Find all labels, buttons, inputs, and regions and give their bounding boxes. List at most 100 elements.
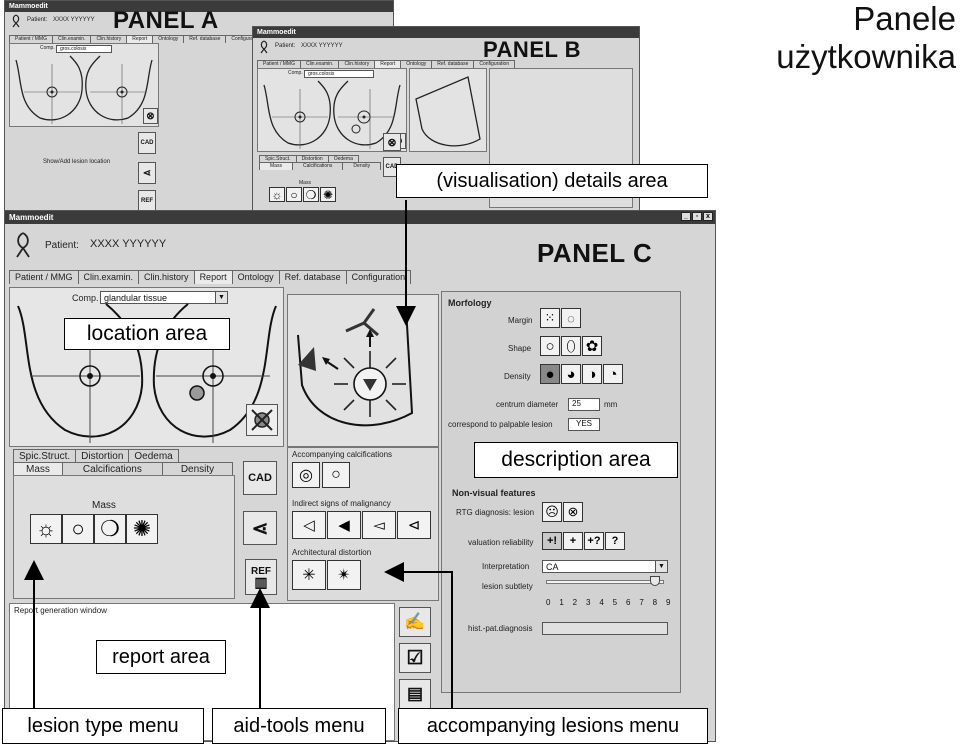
tab-configuration[interactable]: Configuration xyxy=(345,270,412,284)
oval-shape-icon[interactable]: ⬯ xyxy=(561,336,581,356)
lobulated-mass-icon[interactable]: ❍ xyxy=(303,187,319,202)
measure-tool-icon: ⋖ xyxy=(142,167,152,179)
chevron-down-icon: ▼ xyxy=(215,292,227,303)
clear-location-button[interactable] xyxy=(246,404,278,436)
subtlety-tick: 8 xyxy=(652,598,658,607)
rtg-diagnosis-options: ☹ ⊗ xyxy=(542,502,583,522)
sign-report-button[interactable]: ✍ xyxy=(399,607,431,637)
panel-b-patient-name: XXXX YYYYYY xyxy=(301,43,343,49)
low-density-icon[interactable]: ◑ xyxy=(582,364,602,384)
ribbon-logo-icon xyxy=(13,231,33,259)
panel-b-tab-configuration[interactable]: Configuration xyxy=(473,60,516,68)
irregular-mass-icon[interactable]: ✺ xyxy=(320,187,336,202)
subtlety-slider-thumb[interactable] xyxy=(649,576,660,586)
valuation-probable-button[interactable]: +? xyxy=(584,532,604,550)
subtlety-tick: 2 xyxy=(572,598,578,607)
panel-c-patient-name: XXXX YYYYYY xyxy=(90,238,167,250)
tab-density[interactable]: Density xyxy=(161,462,234,476)
panel-b-app-title: Mammoedit xyxy=(257,29,296,36)
panel-b-location-box: Comp. gros.colosis ⊗ xyxy=(257,68,407,152)
round-calcification-icon[interactable]: ◎ xyxy=(292,462,320,488)
skin-thickening-icon[interactable]: ◅ xyxy=(362,511,396,539)
panel-c-main-tabs: Patient / MMG Clin.examin. Clin.history … xyxy=(9,270,412,284)
panel-a-cad-button[interactable]: CAD xyxy=(138,132,156,154)
round-mass-icon[interactable]: ○ xyxy=(62,514,94,544)
measure-button[interactable]: ⋖ xyxy=(243,511,277,545)
maximize-button[interactable]: ▫ xyxy=(692,212,702,221)
panel-a-titlebar: Mammoedit xyxy=(5,1,393,12)
close-button[interactable]: x xyxy=(703,212,713,221)
circumscribed-margin-icon[interactable]: ⁙ xyxy=(540,308,560,328)
round-shape-icon[interactable]: ○ xyxy=(540,336,560,356)
panel-b-comp-select[interactable]: gros.colosis xyxy=(304,70,374,78)
mass-label: Mass xyxy=(92,500,116,511)
irregular-shape-icon[interactable]: ✿ xyxy=(582,336,602,356)
print-report-button[interactable]: ▤ xyxy=(399,679,431,709)
sad-face-icon[interactable]: ☹ xyxy=(542,502,562,522)
interpretation-select[interactable]: CA ▼ xyxy=(542,560,668,573)
distortion-icon[interactable]: ✳ xyxy=(292,560,326,590)
skin-retraction-icon[interactable]: ◁ xyxy=(292,511,326,539)
valuation-uncertain-button[interactable]: ? xyxy=(605,532,625,550)
comp-label: Comp. xyxy=(72,293,99,303)
spiculated-mass-icon[interactable]: ☼ xyxy=(30,514,62,544)
panel-b-crossed-button[interactable]: ⊗ xyxy=(383,133,401,151)
lobulated-mass-icon[interactable]: ❍ xyxy=(94,514,126,544)
nipple-retraction-icon[interactable]: ◀ xyxy=(327,511,361,539)
subtlety-slider-track[interactable] xyxy=(546,580,664,584)
distortion-asymmetric-icon[interactable]: ✴ xyxy=(327,560,361,590)
uncertain-face-icon[interactable]: ⊗ xyxy=(563,502,583,522)
morfology-heading: Morfology xyxy=(448,298,492,308)
irregular-mass-icon[interactable]: ✺ xyxy=(126,514,158,544)
comp-select-value: glandular tissue xyxy=(104,293,168,303)
panel-a-tabs: Patient / MMG Clin.examin. Clin.history … xyxy=(9,35,268,43)
indirect-signs-label: Indirect signs of malignancy xyxy=(292,499,391,508)
panel-b-breast-diagram xyxy=(263,80,401,149)
panel-b-details-box xyxy=(409,68,487,152)
accept-report-button[interactable]: ☑ xyxy=(399,643,431,673)
lymph-node-icon[interactable]: ⊲ xyxy=(397,511,431,539)
panel-b-lesion-tabs-top: Spic.Struct. Distortion Oedema xyxy=(259,155,359,163)
centrum-diameter-input[interactable]: 25 xyxy=(568,398,600,411)
panel-a-ref-button[interactable]: REF xyxy=(138,190,156,211)
panel-b-tab-density[interactable]: Density xyxy=(342,162,382,170)
mass-glyphs: ☼ ○ ❍ ✺ xyxy=(30,514,158,544)
architectural-distortion-label: Architectural distortion xyxy=(292,548,372,557)
panel-a-measure-button[interactable]: ⋖ xyxy=(138,162,156,184)
slide-title-line-2: użytkownika xyxy=(776,38,956,75)
minimize-button[interactable]: _ xyxy=(681,212,691,221)
tab-oedema[interactable]: Oedema xyxy=(128,449,179,463)
callout-accompanying-lesions-menu: accompanying lesions menu xyxy=(398,708,708,744)
ref-button[interactable]: REF ▥ xyxy=(245,559,277,595)
palpable-field[interactable]: YES xyxy=(568,418,600,431)
panel-c-app-title: Mammoedit xyxy=(9,213,54,222)
valuation-certain-button[interactable]: +! xyxy=(542,532,562,550)
margin-label: Margin xyxy=(508,316,533,325)
equal-density-icon[interactable]: ◕ xyxy=(561,364,581,384)
cad-button[interactable]: CAD xyxy=(243,461,277,495)
panel-b-tab-oedema[interactable]: Oedema xyxy=(327,155,359,163)
fat-density-icon[interactable]: ◔ xyxy=(603,364,623,384)
printer-icon: ▤ xyxy=(406,684,424,703)
panel-a-title: PANEL A xyxy=(113,7,219,34)
panel-b-tabs: Patient / MMG Clin.examin. Clin.history … xyxy=(257,60,516,68)
report-window-label: Report generation window xyxy=(14,606,107,615)
centrum-unit: mm xyxy=(604,400,618,409)
comp-select[interactable]: glandular tissue ▼ xyxy=(100,291,228,304)
panel-a-comp-select[interactable]: gros.colosis xyxy=(56,45,112,53)
panel-a-clear-location-button[interactable]: ⊗ xyxy=(143,108,158,124)
panel-a-breast-diagram xyxy=(15,55,153,124)
panel-a-patient-name: XXXX YYYYYY xyxy=(53,17,95,23)
calcification-cluster-icon[interactable]: ○ xyxy=(322,462,350,488)
chevron-down-icon: ▼ xyxy=(655,561,667,572)
spiculated-mass-icon[interactable]: ☼ xyxy=(269,187,285,202)
high-density-icon[interactable]: ● xyxy=(540,364,560,384)
cad-icon: CAD xyxy=(140,140,154,146)
hist-pat-input[interactable] xyxy=(542,622,668,635)
round-mass-icon[interactable]: ○ xyxy=(286,187,302,202)
valuation-positive-button[interactable]: + xyxy=(563,532,583,550)
panel-a-comp-label: Comp. xyxy=(40,45,55,51)
subtlety-tick: 4 xyxy=(599,598,604,607)
obscured-margin-icon[interactable]: ◌ xyxy=(561,308,581,328)
